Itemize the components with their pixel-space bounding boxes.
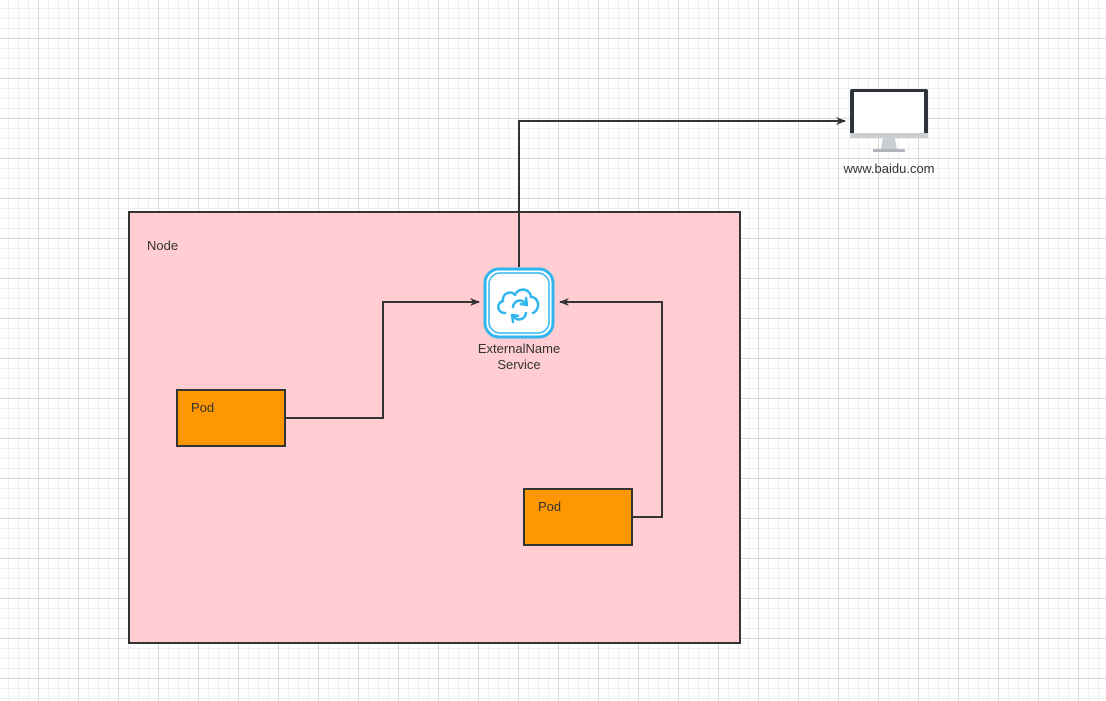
monitor-icon[interactable] [849,88,929,156]
pod-box-2[interactable]: Pod [523,488,633,546]
service-label: ExternalName Service [459,341,579,373]
cloud-sync-icon[interactable] [483,267,555,339]
connector-pod1-to-service[interactable] [286,298,480,419]
service-label-line2: Service [497,357,541,372]
pod-box-1[interactable]: Pod [176,389,286,447]
external-url-label: www.baidu.com [843,161,935,176]
pod-label-1: Pod [191,400,215,415]
service-label-line1: ExternalName [477,341,561,356]
connector-service-to-external[interactable] [518,117,846,267]
node-label: Node [147,238,179,253]
connector-pod2-to-service[interactable] [559,298,663,518]
pod-label-2: Pod [538,499,562,514]
